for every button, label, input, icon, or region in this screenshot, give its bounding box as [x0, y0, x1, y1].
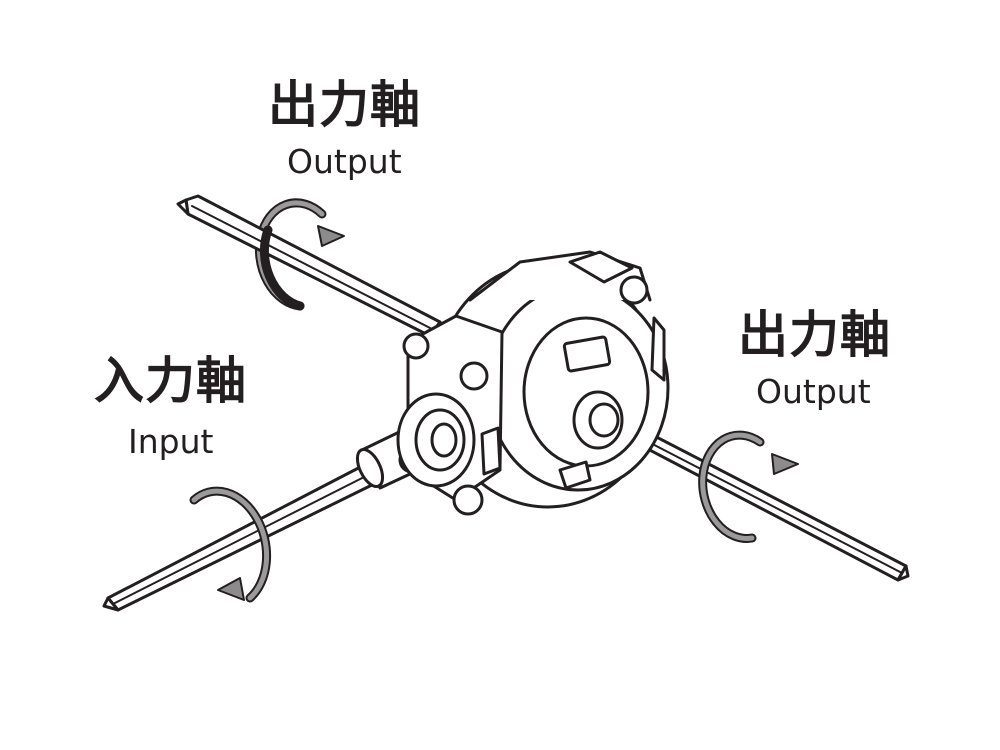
output-shaft-right [598, 412, 910, 582]
gearbox-housing [396, 250, 670, 516]
output-top-label-en: Output [287, 142, 402, 181]
output-right-label-ja: 出力軸 [738, 306, 891, 364]
output-shaft-top [176, 194, 442, 338]
input-label-en: Input [128, 422, 214, 461]
output-top-label-ja: 出力軸 [268, 76, 421, 134]
rotation-arrow-output-right [698, 430, 799, 543]
input-label-ja: 入力軸 [94, 352, 247, 410]
rotation-arrow-output-top-front [259, 225, 345, 311]
rotation-arrow-input [189, 486, 272, 603]
output-right-label-en: Output [756, 372, 871, 411]
